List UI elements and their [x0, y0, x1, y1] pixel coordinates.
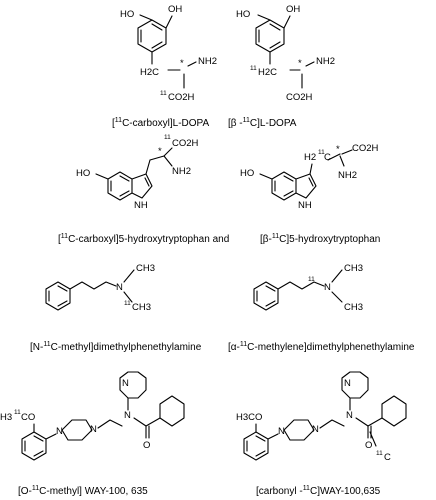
label-ho: HO [76, 168, 90, 179]
label-carbonyl-o: O [365, 440, 372, 451]
piperazine-ring [283, 419, 315, 441]
label-pyridine-n: N [344, 378, 351, 389]
caption-5htp-carboxyl: [11C-carboxyl]5-hydroxytryptophan and [58, 233, 229, 245]
structure-way-carbonyl: H3CO N N N N O 11 C [236, 371, 407, 463]
label-chiral-star: * [180, 58, 184, 69]
methoxyphenyl-ring [243, 431, 269, 461]
structure-dmpea-alpha: CH3 11 N CH3 [253, 263, 363, 313]
label-ch2: H2 [304, 152, 316, 163]
caption-dmpea-alpha: [α-11C-methylene]dimethylphenethylamine [228, 341, 415, 353]
label-oh-left: HO [120, 9, 134, 20]
caption-dmpea-n-methyl: [N-11C-methyl]dimethylphenethylamine [30, 341, 202, 353]
label-ch2: H2C [258, 67, 277, 78]
caption-way-o-methyl: [O-11C-methyl] WAY-100, 635 [18, 485, 148, 497]
label-oh-top: OH [286, 4, 300, 15]
benzene-ring [45, 281, 71, 311]
label-chiral-star: * [158, 146, 162, 157]
methoxyphenyl-ring [21, 431, 47, 461]
piperazine-ring [61, 419, 93, 441]
benzene-ring [137, 19, 167, 53]
label-piperazine-n1: N [56, 426, 63, 437]
label-oh-top: OH [168, 4, 182, 15]
structure-5htp-beta: H2 11 C * CO2H NH2 HO NH [240, 143, 379, 211]
label-carbonyl-c: C [384, 452, 391, 463]
label-piperazine-n2: N [312, 424, 319, 435]
caption-l-dopa-beta: [β -11C]L-DOPA [228, 117, 297, 129]
label-n: N [324, 282, 331, 293]
label-chiral-star: * [298, 58, 302, 69]
label-cooh: CO2H [172, 138, 199, 149]
label-ch3-bottom: CH3 [344, 302, 363, 313]
label-carbonyl-o: O [143, 440, 150, 451]
label-chiral-star: * [336, 144, 340, 155]
label-carbonyl-isotope: 11 [376, 450, 383, 457]
label-ch3-top: CH3 [344, 263, 363, 274]
label-ch3-bottom: CH3 [132, 302, 151, 313]
label-methoxy-isotope: 11 [14, 409, 21, 416]
indole-ring [271, 171, 317, 201]
label-cooh: CO2H [286, 92, 313, 103]
label-ch2-carbon: C [324, 152, 331, 163]
label-amide-n: N [346, 410, 353, 421]
benzene-ring [253, 281, 279, 311]
label-ch2: H2C [140, 67, 159, 78]
indole-ring [107, 171, 153, 201]
label-piperazine-n2: N [90, 424, 97, 435]
pyridine-ring [119, 371, 147, 399]
label-nh2: NH2 [172, 166, 191, 177]
cyclohexyl-ring [159, 395, 185, 427]
caption-l-dopa-carboxyl: [11C-carboxyl]L-DOPA [112, 117, 209, 129]
caption-5htp-beta: [β-11C]5-hydroxytryptophan [260, 233, 380, 245]
label-nh2: NH2 [316, 56, 335, 67]
structure-5htp-carboxyl: 11 CO2H * NH2 HO NH [76, 134, 199, 211]
label-ch2-isotope: 11 [318, 149, 325, 156]
cyclohexyl-ring [381, 395, 407, 427]
label-ho: HO [240, 168, 254, 179]
label-methoxy-h3: H3 [0, 412, 12, 423]
label-nh2: NH2 [198, 56, 217, 67]
label-amide-n: N [124, 410, 131, 421]
label-cooh: CO2H [168, 92, 195, 103]
structure-l-dopa-carboxyl: OH HO H2C * NH2 11 CO2H [120, 4, 217, 103]
label-ch3-isotope: 11 [124, 300, 131, 307]
label-pyridine-n: N [122, 378, 129, 389]
label-methoxy: H3CO [236, 412, 262, 423]
benzene-ring [255, 19, 285, 53]
structure-dmpea-n-methyl: CH3 N 11 CH3 [45, 263, 155, 313]
label-cooh-isotope: 11 [164, 134, 171, 141]
label-methoxy-co: CO [21, 412, 35, 423]
pyridine-ring [341, 371, 369, 399]
label-nh: NH [298, 200, 312, 211]
label-piperazine-n1: N [278, 426, 285, 437]
label-cooh: CO2H [352, 143, 379, 154]
structure-way-o-methyl: H3 11 CO N N N N O [0, 371, 185, 461]
label-oh-left: HO [236, 9, 250, 20]
label-ch2-isotope: 11 [250, 65, 257, 72]
caption-way-carbonyl: [carbonyl -11C]WAY-100,635 [256, 485, 381, 497]
label-ch3-top: CH3 [136, 263, 155, 274]
structure-l-dopa-beta: OH HO 11 H2C * NH2 CO2H [236, 4, 335, 103]
label-nh2: NH2 [338, 170, 357, 181]
label-ch2-isotope: 11 [308, 276, 315, 283]
label-n: N [116, 282, 123, 293]
label-nh: NH [134, 200, 148, 211]
label-cooh-isotope: 11 [160, 90, 167, 97]
